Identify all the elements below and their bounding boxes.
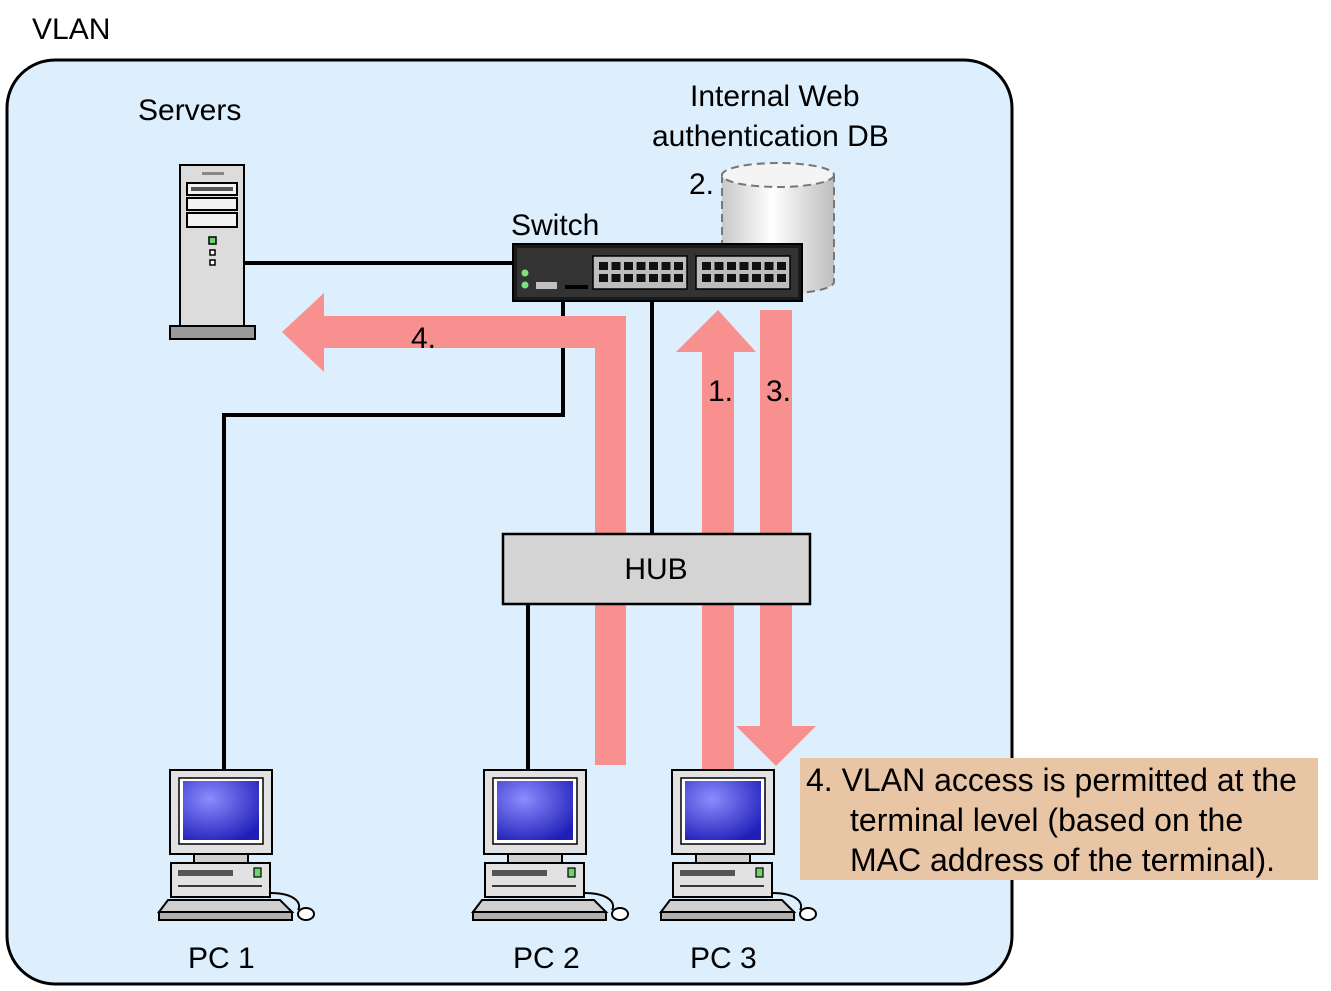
switch-port-icon [777,274,786,282]
switch-port-icon [611,262,621,270]
step-3-label: 3. [766,375,791,408]
switch-port-icon [661,274,671,282]
switch-port-icon [727,262,736,270]
pc1-label: PC 1 [188,942,255,975]
pc2-label: PC 2 [513,942,580,975]
step-4-note: 4. VLAN access is permitted at the termi… [800,758,1318,880]
switch-port-icon [702,262,711,270]
pc3-label: PC 3 [690,942,757,975]
switch-icon [512,243,803,302]
note-line-3: MAC address of the terminal). [850,842,1276,878]
hub-box: HUB [501,532,812,606]
switch-port-icon [636,274,646,282]
switch-port-icon [649,274,658,282]
step-4-label: 4. [411,322,436,355]
switch-port-icon [674,274,683,282]
switch-port-icon [739,274,749,282]
switch-port-icon [714,274,724,282]
pc3-computer-icon [659,769,817,921]
note-line-2: terminal level (based on the [850,802,1244,838]
switch-port-icon [624,262,633,270]
switch-port-icon [702,274,711,282]
arrow-step-4 [282,293,626,765]
pc1-computer-icon [157,769,315,921]
db-label-line1: Internal Web [690,80,860,113]
switch-port-icon [727,274,736,282]
switch-port-icon [714,262,724,270]
switch-port-icon [674,262,683,270]
pc2-computer-icon [471,769,629,921]
switch-port-icon [739,262,749,270]
switch-label: Switch [511,209,599,242]
switch-port-icon [777,262,786,270]
switch-port-icon [752,262,761,270]
switch-port-icon [624,274,633,282]
db-label-line2: authentication DB [652,120,889,153]
switch-port-icon [649,262,658,270]
note-line-1: 4. VLAN access is permitted at the [806,762,1297,798]
switch-port-icon [752,274,761,282]
switch-port-icon [661,262,671,270]
switch-port-icon [599,262,608,270]
servers-label: Servers [138,94,241,127]
switch-port-icon [764,262,774,270]
switch-port-icon [764,274,774,282]
switch-port-icon [599,274,608,282]
step-1-label: 1. [708,375,733,408]
server-tower-icon [169,164,256,340]
vlan-title: VLAN [32,13,110,46]
step-2-label: 2. [689,168,714,201]
hub-label: HUB [624,553,687,586]
switch-port-icon [611,274,621,282]
switch-port-icon [636,262,646,270]
